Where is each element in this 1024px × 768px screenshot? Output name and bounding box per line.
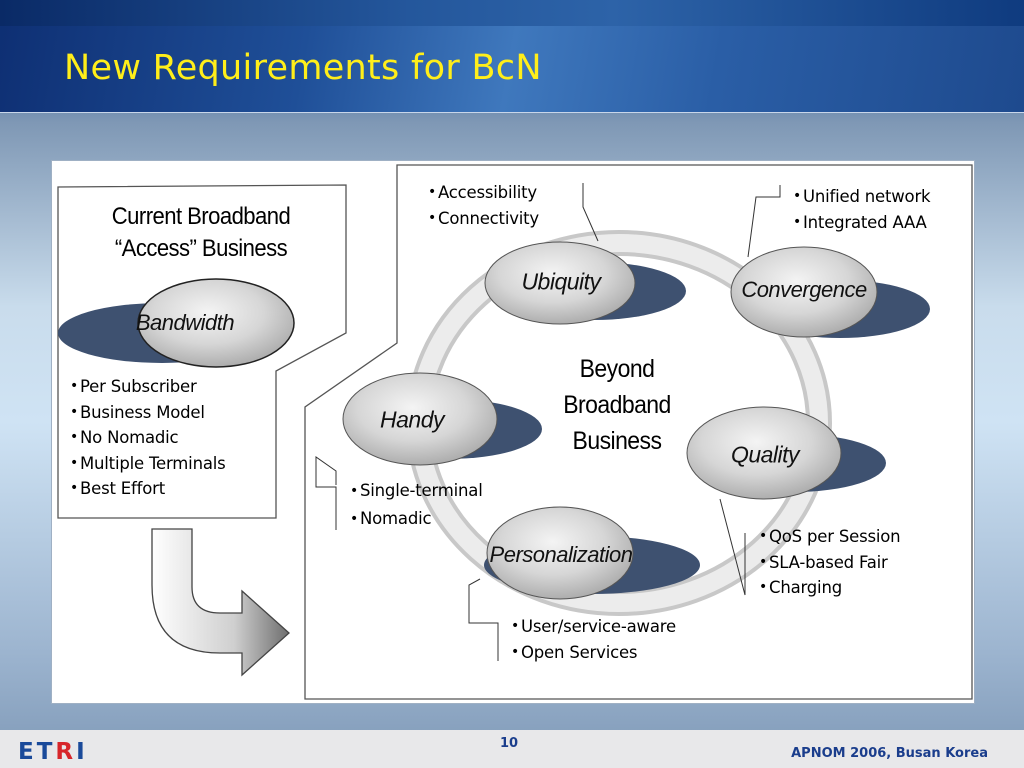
note-qos-per-session: QoS per Session: [759, 524, 901, 550]
bullet-no-nomadic: No Nomadic: [70, 425, 226, 451]
note-sla-based-fair: SLA-based Fair: [759, 550, 900, 576]
bullet-business-model: Business Model: [70, 400, 226, 426]
note-open-services: Open Services: [511, 640, 676, 666]
conference-label: APNOM 2006, Busan Korea: [791, 746, 988, 761]
transition-arrow: [151, 528, 290, 677]
ubiquity-notes: Accessibility Connectivity: [428, 180, 539, 231]
ubiquity-label: Ubiquity: [521, 268, 601, 295]
handy-node: [342, 372, 498, 466]
note-unified-network: Unified network: [793, 184, 931, 210]
quality-node: [686, 406, 842, 500]
convergence-connector: [747, 185, 781, 258]
bullet-per-subscriber: Per Subscriber: [70, 374, 226, 400]
ubiquity-node: [484, 241, 636, 325]
note-nomadic: Nomadic: [350, 505, 483, 533]
page-number: 10: [500, 736, 519, 751]
note-user-service-aware: User/service-aware: [511, 614, 676, 640]
personalization-connector: [468, 578, 499, 661]
personalization-notes: User/service-aware Open Services: [511, 614, 676, 665]
current-business-bullets: Per Subscriber Business Model No Nomadic…: [70, 374, 226, 502]
note-accessibility: Accessibility: [428, 180, 539, 206]
footer: ETRI 10 APNOM 2006, Busan Korea: [0, 730, 1024, 768]
personalization-label: Personalization: [489, 542, 633, 567]
handy-label: Handy: [380, 406, 444, 433]
note-integrated-aaa: Integrated AAA: [793, 210, 930, 236]
convergence-node: [730, 246, 878, 338]
current-business-heading-line2: “Access” Business: [114, 235, 288, 262]
quality-connector: [719, 498, 746, 596]
center-line2: Broadband: [563, 391, 671, 419]
center-line3: Business: [572, 427, 662, 455]
current-business-heading-line1: Current Broadband: [111, 203, 291, 230]
note-connectivity: Connectivity: [428, 206, 539, 232]
center-line1: Beyond: [579, 355, 655, 383]
handy-connector: [315, 456, 337, 530]
current-business-heading: Current Broadband “Access” Business: [82, 201, 319, 265]
personalization-node: [486, 506, 634, 600]
convergence-notes: Unified network Integrated AAA: [793, 184, 931, 236]
bullet-multiple-terminals: Multiple Terminals: [70, 451, 226, 477]
quality-label: Quality: [730, 441, 800, 468]
convergence-label: Convergence: [741, 277, 867, 302]
beyond-broadband-center: Beyond Broadband Business: [539, 351, 695, 459]
handy-notes: Single-terminal Nomadic: [350, 477, 483, 533]
title-bar: New Requirements for BcN: [0, 0, 1024, 113]
bandwidth-label: Bandwidth: [135, 310, 235, 335]
bandwidth-node: [137, 278, 295, 368]
etri-logo: ETRI: [18, 739, 88, 765]
quality-notes: QoS per Session SLA-based Fair Charging: [759, 524, 901, 601]
page-title: New Requirements for BcN: [64, 48, 542, 88]
diagram-canvas: Current Broadband “Access” Business Band…: [51, 160, 975, 704]
bullet-best-effort: Best Effort: [70, 476, 226, 502]
note-charging: Charging: [759, 575, 900, 601]
note-single-terminal: Single-terminal: [350, 477, 483, 505]
ubiquity-connector: [582, 183, 599, 242]
